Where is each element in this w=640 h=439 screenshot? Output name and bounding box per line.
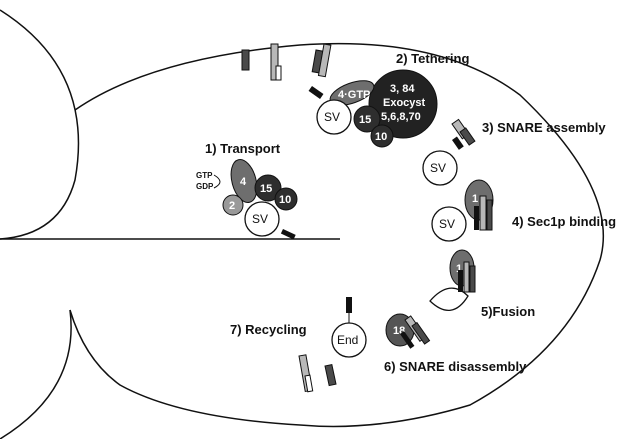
membrane-snare-light-2 — [275, 65, 282, 81]
vesicle-transport — [244, 201, 280, 237]
protein-15-label: 15 — [260, 183, 272, 195]
exocyst-line-1: 3, 84 — [390, 83, 415, 95]
protein-2 — [222, 194, 244, 216]
recycled-snare-dark — [324, 363, 337, 387]
fusion-snare-black — [458, 270, 463, 292]
fusion-pore — [429, 287, 469, 311]
gtp-label: GTP — [196, 171, 213, 180]
protein-4-label: 4 — [240, 176, 247, 188]
fusion-snare-dark — [469, 265, 476, 293]
protein-15-tether — [353, 105, 381, 133]
protein-10-tether — [370, 124, 394, 148]
vesicle-snare-transport — [280, 229, 296, 240]
bud-cell-outline — [69, 42, 604, 428]
sec1p-snare-light — [479, 195, 487, 231]
protein-10-transport — [274, 187, 298, 211]
step-sec1p-binding-label: 4) Sec1p binding — [512, 214, 616, 229]
assembly-snare-dark — [459, 127, 476, 146]
assembly-snare-black — [452, 136, 464, 150]
vesicle-sec1p-label: SV — [439, 217, 455, 231]
protein-1-fusion-label: 1 — [456, 263, 462, 275]
step-tethering-label: 2) Tethering — [396, 51, 469, 66]
fusion-snare-light — [463, 261, 470, 293]
protein-1-sec1p-label: 1 — [472, 193, 478, 205]
protein-15-tether-label: 15 — [359, 114, 371, 126]
step-snare-assembly-label: 3) SNARE assembly — [482, 120, 606, 135]
protein-10-label: 10 — [279, 194, 291, 206]
protein-4-transport — [230, 159, 258, 203]
vesicle-transport-label: SV — [252, 212, 268, 226]
step-recycling-label: 7) Recycling — [230, 322, 307, 337]
disassembly-snare-black — [400, 331, 415, 349]
step-transport-label: 1) Transport — [205, 141, 281, 156]
step-fusion-label: 5)Fusion — [481, 304, 535, 319]
mother-cell-lower-outline — [0, 309, 72, 439]
protein-15-transport — [254, 174, 282, 202]
vesicle-snare-assembly-label: SV — [430, 161, 446, 175]
exocyst-line-3: 5,6,8,70 — [381, 111, 421, 123]
vesicle-tethering-label: SV — [324, 110, 340, 124]
protein-10-tether-label: 10 — [375, 131, 387, 143]
protein-4-gtp-label: 4·GTP — [338, 89, 370, 101]
sec1p-snare-black — [474, 206, 479, 230]
gtp-gdp-arrow — [213, 174, 221, 189]
membrane-snare-light — [270, 43, 279, 81]
vesicle-snare-assembly — [422, 150, 458, 186]
step-snare-disassembly-label: 6) SNARE disassembly — [384, 359, 527, 374]
mother-cell-outline — [0, 9, 80, 240]
exocyst-line-2: Exocyst — [383, 97, 426, 109]
endosome-label: End — [337, 333, 358, 347]
vesicle-sec1p — [431, 206, 467, 242]
protein-2-label: 2 — [229, 200, 235, 212]
endosome-snare — [346, 297, 352, 313]
gdp-label: GDP — [196, 182, 214, 191]
sec1p-snare-dark — [486, 199, 493, 231]
recycled-snare-light-2 — [304, 374, 314, 393]
exocyst-complex — [368, 69, 438, 139]
disassembly-snare-dark — [411, 321, 431, 345]
membrane-snare-dark — [241, 49, 250, 71]
vesicle-tethering — [316, 99, 352, 135]
vesicle-snare-tethering — [308, 86, 324, 99]
tether-snare-light — [317, 43, 332, 78]
